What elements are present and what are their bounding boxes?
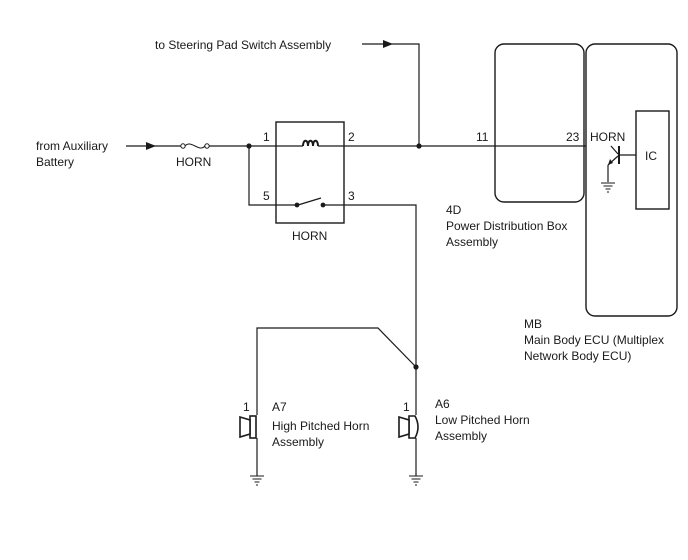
a7-name-2: Assembly [272,435,324,449]
a6-name-2: Assembly [435,429,487,443]
relay-pin-5: 5 [263,189,270,203]
high-pitched-horn-icon [239,415,257,439]
junction-dot-2 [416,143,422,149]
a6-pin: 1 [403,400,410,414]
ecu-pin-23: 23 [566,130,580,144]
a6-name-1: Low Pitched Horn [435,413,530,427]
ic-box [635,110,670,210]
relay-switch-contact-left [294,202,300,208]
low-pitched-horn-icon [398,415,419,439]
a6-code: A6 [435,397,450,411]
relay-pin-3: 3 [348,189,355,203]
relay-pin-1: 1 [263,130,270,144]
from-aux-label-1: from Auxiliary [36,139,108,153]
a7-code: A7 [272,400,287,414]
high-horn-branch-wire [256,327,417,415]
a7-name-1: High Pitched Horn [272,419,369,433]
horn-relay-box [275,121,345,224]
ecu-transistor [607,145,636,182]
pdb-box [494,43,585,203]
relay-coil-symbol [302,139,319,147]
low-horn-ground-icon [409,475,423,486]
pdb-name-2: Assembly [446,235,498,249]
pdb-code: 4D [446,203,462,217]
relay-switch-blade [297,197,322,206]
steering-pad-wire [392,43,420,146]
pdb-name-1: Power Distribution Box [446,219,567,233]
ecu-name-2: Network Body ECU) [524,349,631,363]
fuse-label: HORN [176,155,211,169]
junction-to-pin5-wire [248,146,276,206]
relay-pin-2: 2 [348,130,355,144]
a7-pin: 1 [243,400,250,414]
ecu-code: MB [524,317,542,331]
ecu-horn-label: HORN [590,130,625,144]
steering-pad-label: to Steering Pad Switch Assembly [155,38,331,52]
relay-pin3-to-horns-wire [344,204,417,415]
relay-label: HORN [292,229,327,243]
ic-label: IC [645,149,657,163]
horn-fuse [180,143,210,149]
ecu-name-1: Main Body ECU (Multiplex [524,333,664,347]
ecu-ground-icon [601,182,615,193]
from-aux-label-2: Battery [36,155,74,169]
pdb-pin-11: 11 [476,130,489,144]
high-horn-ground-icon [250,475,264,486]
